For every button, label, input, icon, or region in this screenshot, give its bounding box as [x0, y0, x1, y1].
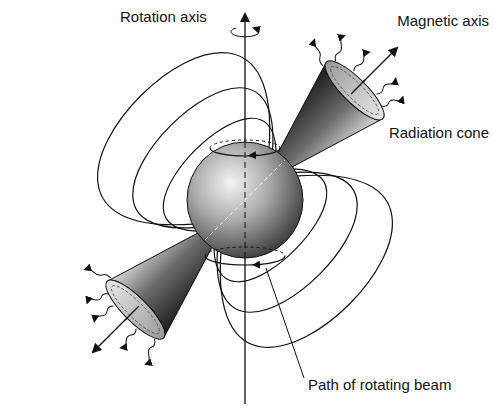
- rotation-axis-line: [244, 258, 245, 404]
- part-label: Path of rotating beam: [308, 376, 451, 393]
- cone-rim: [326, 61, 384, 119]
- wave-arrow: [119, 328, 139, 348]
- beam-direction: [254, 264, 262, 266]
- neutron-star: [187, 142, 303, 258]
- rotation-arrow: [231, 28, 259, 37]
- beam-direction: [250, 155, 258, 157]
- wave-arrow: [376, 77, 396, 97]
- wave-arrow: [87, 287, 109, 309]
- wave-arrow: [85, 261, 110, 286]
- wave-arrow: [327, 36, 353, 62]
- cone-rim: [106, 281, 164, 339]
- magnetic-axis-line: [125, 306, 139, 320]
- wave-arrow: [381, 91, 403, 113]
- axis-label: Magnetic axis: [397, 12, 489, 29]
- cone-mouth: [99, 273, 173, 347]
- wave-arrow: [306, 40, 331, 65]
- axis-label: Rotation axis: [120, 8, 207, 25]
- radiation-waves: [306, 19, 409, 122]
- radiation-waves: [64, 261, 172, 369]
- wave-arrow: [351, 51, 371, 71]
- magnetic-axis-line: [351, 80, 365, 94]
- rotation-axis-line: [244, 14, 245, 142]
- part-label: Radiation cone: [389, 124, 489, 141]
- wave-arrow: [93, 303, 113, 323]
- leader-line: [266, 268, 304, 378]
- cone-mouth: [318, 54, 392, 128]
- rotation-axis-dashed: [245, 142, 246, 258]
- wave-arrow: [138, 339, 164, 365]
